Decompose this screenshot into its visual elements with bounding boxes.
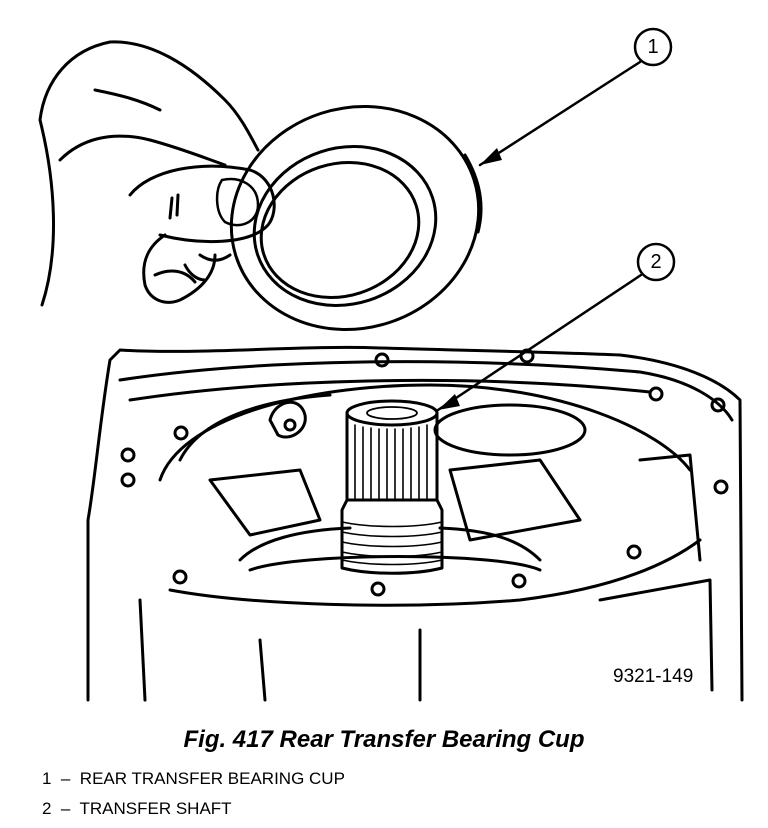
legend: 1 – REAR TRANSFER BEARING CUP 2 – TRANSF…: [42, 764, 345, 824]
legend-item-1: 1 – REAR TRANSFER BEARING CUP: [42, 769, 345, 788]
technical-illustration: [38, 27, 744, 702]
bearing-cup-drawing: [229, 104, 483, 332]
transfer-shaft-drawing: [340, 399, 444, 575]
figure-number: 9321-149: [613, 666, 694, 687]
callout-1: [478, 27, 673, 167]
transmission-case-drawing: [86, 345, 744, 702]
hand-drawing: [38, 40, 276, 307]
figure-caption: Fig. 417 Rear Transfer Bearing Cup: [183, 726, 585, 753]
legend-item-2: 2 – TRANSFER SHAFT: [42, 799, 232, 818]
callout-label-2: 2: [650, 251, 662, 273]
callout-label-1: 1: [647, 36, 659, 58]
